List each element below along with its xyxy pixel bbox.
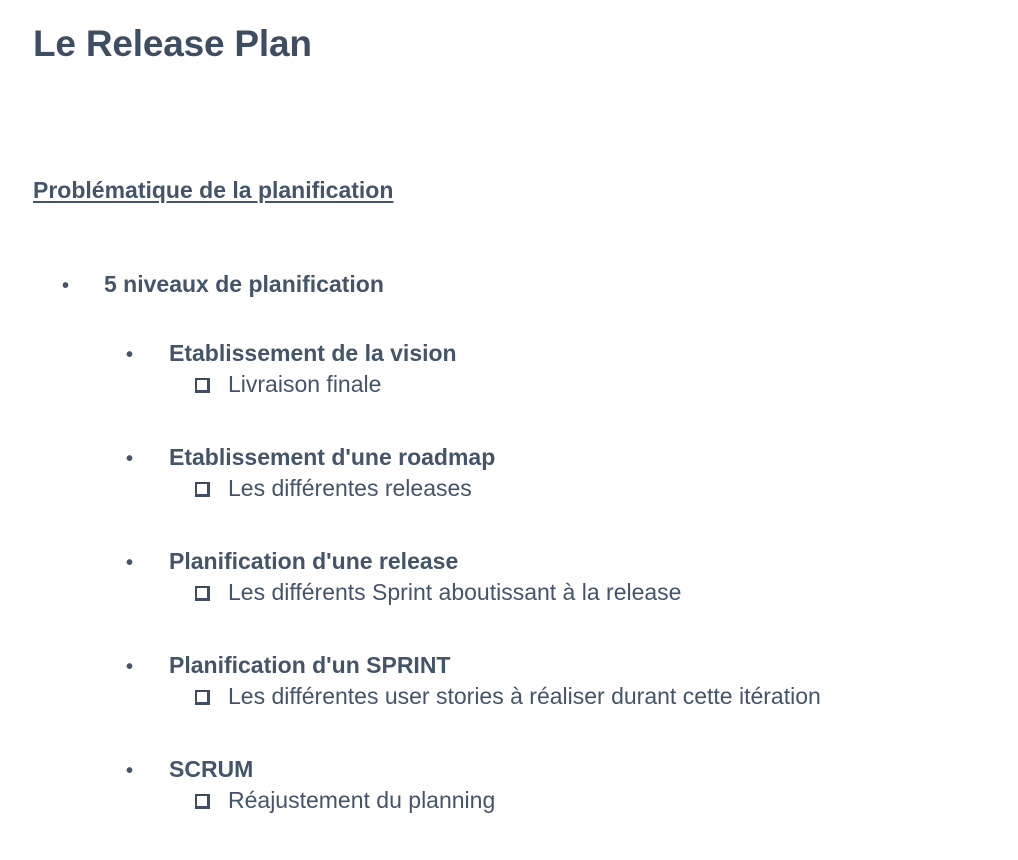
planning-level-detail-text: Les différentes user stories à réaliser …	[228, 682, 821, 709]
planning-level-title: Planification d'un SPRINT	[169, 652, 451, 678]
bullet-icon: •	[126, 344, 134, 366]
planning-level-detail: Livraison finale	[195, 371, 821, 399]
planning-level-item: • Etablissement de la vision Livraison f…	[126, 340, 821, 444]
checkbox-icon	[195, 689, 210, 705]
planning-level-detail: Les différentes user stories à réaliser …	[195, 683, 821, 711]
planning-levels-list: • Etablissement de la vision Livraison f…	[126, 340, 821, 860]
planning-level-detail: Les différents Sprint aboutissant à la r…	[195, 579, 821, 607]
planning-level-item: • Etablissement d'une roadmap Les différ…	[126, 444, 821, 548]
slide-title: Le Release Plan	[33, 23, 312, 64]
planning-level-title: SCRUM	[169, 756, 254, 782]
checkbox-icon	[195, 481, 210, 497]
checkbox-icon	[195, 585, 210, 601]
planning-level-heading: • Etablissement d'une roadmap	[126, 444, 821, 472]
bullet-icon: •	[126, 448, 134, 470]
bullet-icon: •	[126, 760, 134, 782]
planning-level-detail-text: Livraison finale	[228, 370, 382, 397]
planning-level-detail: Réajustement du planning	[195, 787, 821, 815]
planning-level-title: Etablissement de la vision	[169, 340, 457, 366]
bullet-icon: •	[62, 275, 70, 297]
planning-level-item: • Planification d'une release Les différ…	[126, 548, 821, 652]
planning-level-heading: • Planification d'une release	[126, 548, 821, 576]
planning-level-title: Planification d'une release	[169, 548, 459, 574]
planning-level-detail-text: Réajustement du planning	[228, 786, 496, 813]
planning-level-item: • Planification d'un SPRINT Les différen…	[126, 652, 821, 756]
planning-level-detail-text: Les différents Sprint aboutissant à la r…	[228, 578, 682, 605]
checkbox-icon	[195, 377, 210, 393]
bullet-icon: •	[126, 656, 134, 678]
level1-text: 5 niveaux de planification	[104, 271, 384, 297]
planning-level-title: Etablissement d'une roadmap	[169, 444, 496, 470]
checkbox-icon	[195, 793, 210, 809]
planning-level-detail: Les différentes releases	[195, 475, 821, 503]
planning-level-heading: • SCRUM	[126, 756, 821, 784]
planning-level-heading: • Etablissement de la vision	[126, 340, 821, 368]
level1-bullet-item: • 5 niveaux de planification	[62, 271, 384, 299]
planning-level-item: • SCRUM Réajustement du planning	[126, 756, 821, 860]
planning-level-detail-text: Les différentes releases	[228, 474, 472, 501]
planning-level-heading: • Planification d'un SPRINT	[126, 652, 821, 680]
section-heading: Problématique de la planification	[33, 177, 394, 203]
bullet-icon: •	[126, 552, 134, 574]
